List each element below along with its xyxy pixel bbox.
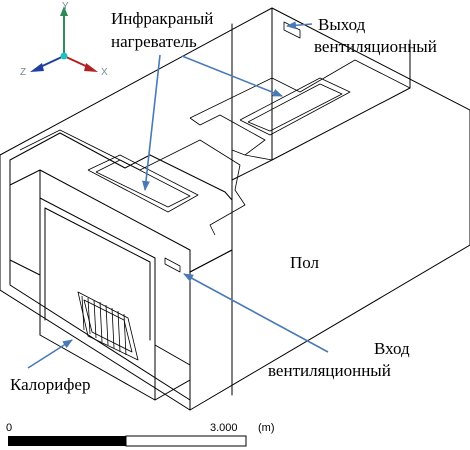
x-axis-letter: X	[101, 67, 108, 78]
scale-bar: 0 3.000 (m)	[6, 422, 275, 447]
calorifer-arrow	[27, 339, 73, 369]
room-outline-front	[0, 154, 470, 411]
ir-heater-label-line2: нагреватель	[111, 32, 197, 51]
ir-heater-back-inner	[247, 83, 343, 132]
vent-outlet-arrow	[286, 21, 313, 30]
z-axis-arrowhead	[30, 63, 44, 72]
coil-line-3	[93, 299, 97, 339]
y-axis-letter: Y	[62, 1, 69, 12]
vent-inlet-arrow	[183, 273, 329, 353]
coil-line-7	[117, 310, 121, 353]
scale-segment-dark	[8, 436, 126, 446]
partition-right-top	[189, 249, 233, 273]
floor-line-left	[9, 259, 41, 276]
ir-heater-front-outer	[87, 154, 199, 213]
back-wall-left	[231, 7, 273, 181]
x-axis-arrowhead	[84, 63, 98, 72]
scale-end-label: 3.000	[210, 422, 238, 434]
partition-front-face	[9, 169, 191, 273]
calorifer-inner-frame	[83, 299, 133, 353]
axis-triad: Y Z X	[20, 1, 108, 78]
floor-label: Пол	[290, 253, 320, 272]
calorifer-coil	[77, 291, 139, 361]
partition-structure	[9, 7, 411, 411]
coil-line-2	[87, 297, 91, 335]
axis-origin	[60, 52, 68, 60]
ir-heater-front-arrow	[142, 54, 161, 191]
vent-inlet-label-line1: Вход	[374, 339, 410, 358]
coil-line-5	[105, 304, 109, 346]
upper-platform-back	[189, 59, 411, 119]
vent-outlet-label-line2: вентиляционный	[314, 37, 437, 56]
ir-heater-front-inner	[95, 159, 191, 208]
calorifer-frame	[77, 291, 139, 361]
ir-heater-back-arrow	[181, 55, 283, 97]
lower-platform-outline	[19, 129, 246, 236]
coil-line-4	[99, 301, 103, 343]
ir-heater-back-outer	[239, 77, 351, 136]
door-inner-frame	[44, 207, 151, 341]
back-wall-right	[271, 39, 411, 161]
coil-line-6	[111, 307, 115, 349]
upper-platform-join	[244, 154, 273, 161]
ir-heater-label-line1: Инфракраный	[111, 9, 213, 28]
upper-platform-front	[189, 114, 266, 156]
partition-doorway	[39, 169, 191, 366]
scale-start-label: 0	[6, 422, 12, 434]
y-axis-arrowhead	[60, 6, 68, 16]
vent-outlet-label-line1: Выход	[318, 15, 366, 34]
scale-unit-label: (m)	[258, 422, 275, 434]
z-axis-letter: Z	[20, 67, 26, 78]
ir-heater-front	[87, 154, 199, 213]
ir-heater-back	[239, 77, 351, 136]
coil-line-1	[81, 295, 85, 331]
room-top-back-edges	[0, 7, 470, 156]
vent-inlet-opening	[164, 257, 181, 273]
partition-top-outline	[9, 132, 233, 411]
scale-segment-light	[125, 435, 247, 447]
front-inner-edge	[9, 159, 191, 401]
calorifer-label: Калорифер	[10, 375, 90, 394]
vent-inlet-label-line2: вентиляционный	[268, 361, 391, 380]
